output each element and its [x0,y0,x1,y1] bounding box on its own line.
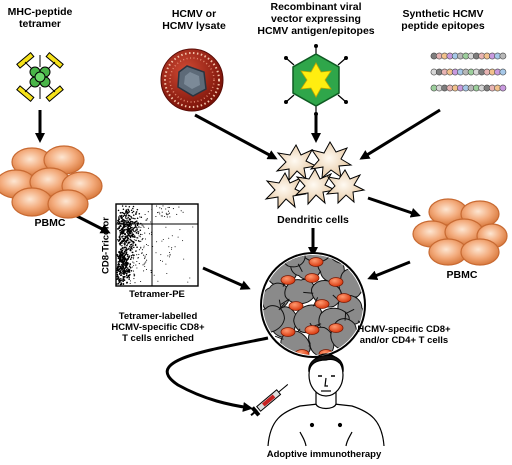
label-adoptive-immunotherapy: Adoptive immunotherapy [266,449,382,460]
arrow-pbmc-right-to-culture [367,260,411,281]
label-dendritic-cells: Dendritic cells [277,214,349,226]
activated-t-cell [336,293,352,303]
label-pbmc-left: PBMC [34,217,66,229]
facs-plot [115,203,199,287]
synthetic-peptides-icon [430,52,507,92]
activated-t-cell [328,323,344,333]
arrow-virus-to-dc [194,113,278,160]
peptide-strand [430,52,507,60]
activated-t-cell [304,273,320,283]
viral-vector-icon [284,44,348,116]
arrows [35,108,441,412]
label-pbmc-right: PBMC [446,269,478,281]
t-cell [263,302,286,340]
peptide-strand [430,68,507,76]
peptide-strand [430,84,507,92]
dendritic-cells-cluster [264,140,366,210]
patient-figure [267,353,385,447]
arrow-peptides-to-dc [359,108,441,160]
activated-t-cell [314,299,330,309]
hcmv-virion-icon [160,48,224,112]
activated-t-cell [304,325,320,335]
activated-t-cell [308,257,324,267]
facs-events [116,205,194,286]
tetramer-icon [16,51,64,103]
arrow-dc-to-pbmc-right [367,196,421,218]
label-t-cells: HCMV-specific CD8+and/or CD4+ T cells [357,324,451,346]
activated-t-cell [280,275,296,285]
arrow-facs-to-culture [202,266,251,290]
activated-t-cell [280,327,296,337]
activated-t-cell [328,277,344,287]
syringe-icon [250,384,289,417]
facs-y-axis-label: CD8-Tricolor [100,217,112,275]
pbmc-right-cluster [412,198,508,266]
pbmc-left-cluster [0,145,103,219]
arrow-culture-to-patient [165,336,269,412]
activated-t-cell [288,301,304,311]
facs-x-axis-label: Tetramer-PE [129,289,185,300]
